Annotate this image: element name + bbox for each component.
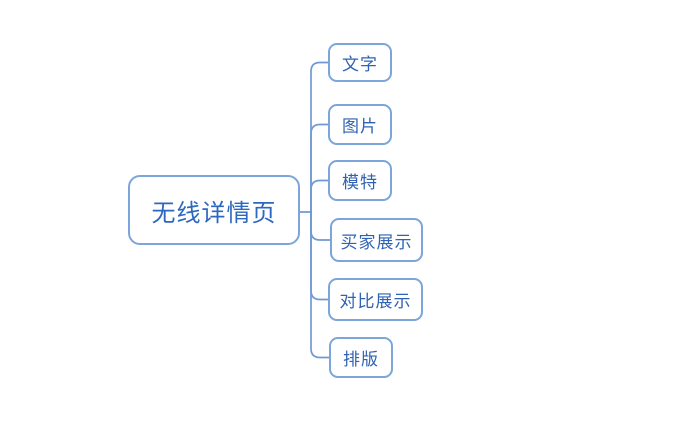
child-node-label: 对比展示	[339, 292, 412, 311]
child-node-label: 排版	[343, 350, 379, 369]
connector-branch-text	[310, 61, 330, 213]
child-node-model[interactable]: 模特	[328, 160, 392, 201]
connector-branch-compare	[310, 211, 330, 301]
connector-branch-model	[310, 179, 330, 213]
child-node-label: 文字	[342, 55, 378, 74]
child-node-image[interactable]: 图片	[328, 104, 392, 145]
root-node-wireless-detail-page[interactable]: 无线详情页	[128, 175, 300, 245]
child-node-label: 买家展示	[340, 232, 413, 252]
child-node-layout[interactable]: 排版	[329, 337, 393, 378]
child-node-comparison-show[interactable]: 对比展示	[328, 278, 423, 321]
child-node-buyer-show[interactable]: 买家展示	[330, 218, 423, 262]
root-node-label: 无线详情页	[151, 199, 277, 227]
child-node-label: 图片	[342, 117, 378, 136]
connector-branch-buyer	[310, 211, 332, 241]
child-node-label: 模特	[342, 173, 378, 192]
child-node-text[interactable]: 文字	[328, 43, 392, 82]
connector-branch-image	[310, 123, 330, 213]
